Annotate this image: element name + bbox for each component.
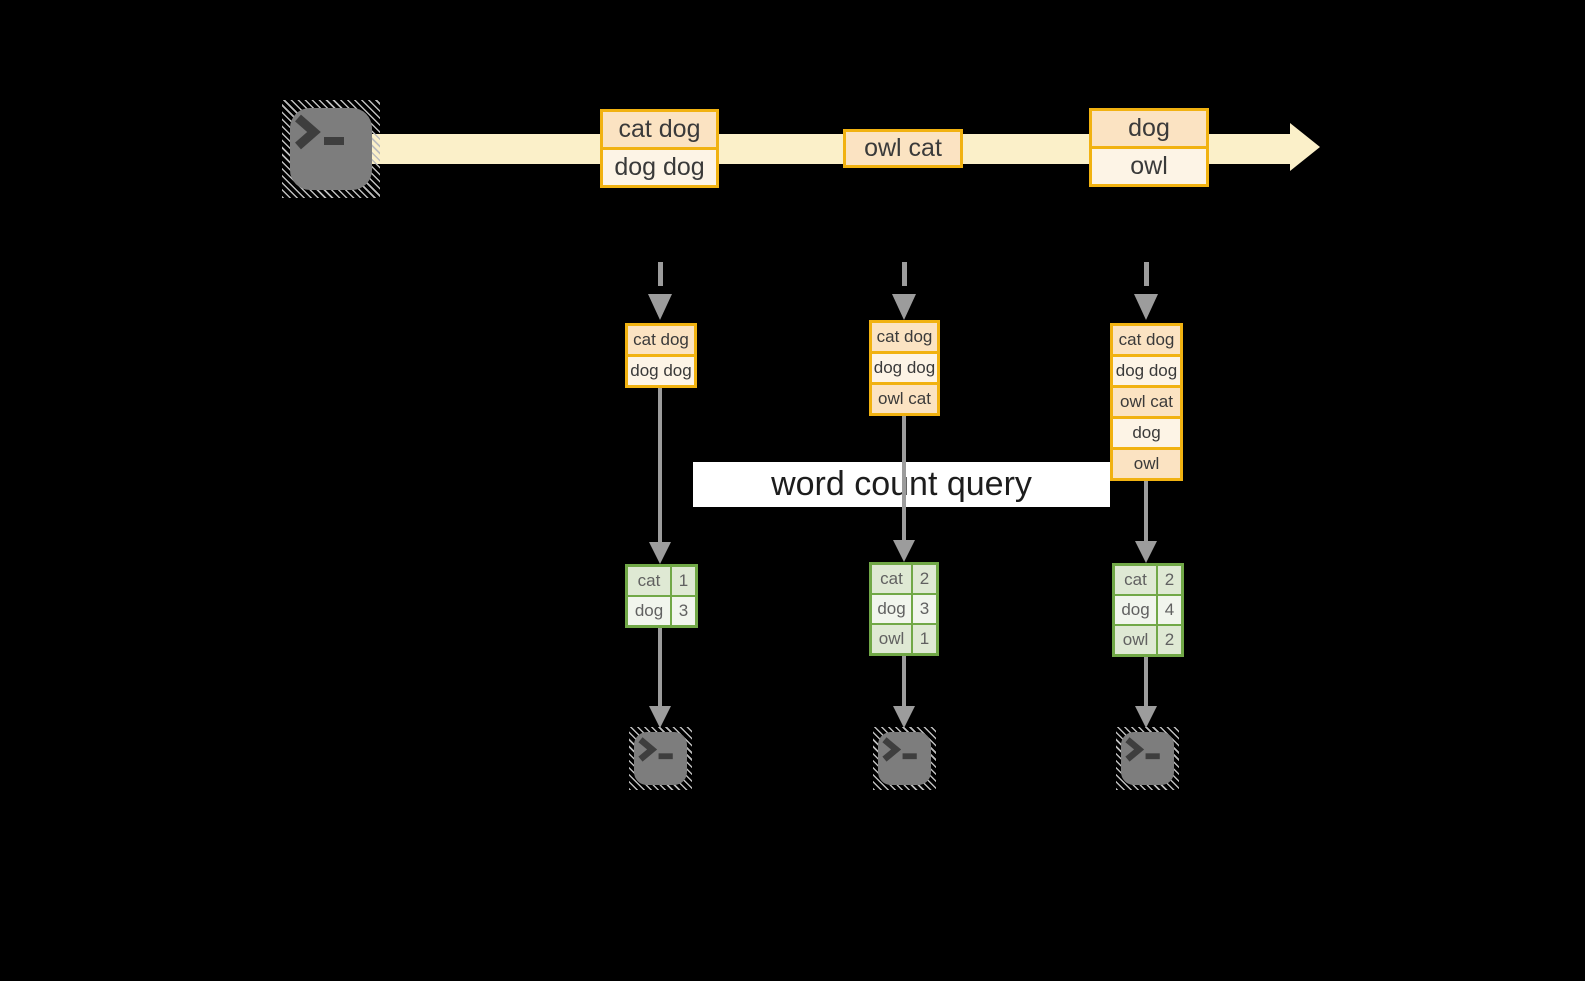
count-cell: 3 bbox=[672, 597, 695, 625]
count-cell: 2 bbox=[913, 565, 936, 593]
connector-line bbox=[1144, 481, 1148, 541]
word-cell: owl bbox=[872, 625, 913, 653]
table-row: dog 4 bbox=[1115, 594, 1181, 624]
table-row: dog 3 bbox=[628, 595, 695, 625]
count-cell: 2 bbox=[1158, 566, 1181, 594]
word-cell: cat bbox=[1115, 566, 1158, 594]
table-row: owl 1 bbox=[872, 623, 936, 653]
table-row: owl 2 bbox=[1115, 624, 1181, 654]
arrowhead-icon bbox=[1135, 706, 1157, 728]
microbatch-stack-2: cat dog dog dog owl cat bbox=[869, 320, 940, 416]
dashed-arrow-segment bbox=[658, 262, 663, 286]
batch-box-2: owl cat bbox=[843, 129, 963, 168]
connector-line bbox=[1144, 657, 1148, 706]
batch-box-1: cat dog dog dog bbox=[600, 109, 719, 188]
terminal-prompt-icon bbox=[882, 737, 917, 762]
query-label: word count query bbox=[771, 465, 1032, 503]
table-row: cat 2 bbox=[872, 565, 936, 593]
stack-row: cat dog bbox=[872, 323, 937, 351]
source-terminal-icon bbox=[282, 100, 380, 198]
stack-row: dog bbox=[1113, 416, 1180, 447]
table-row: dog 3 bbox=[872, 593, 936, 623]
stack-row: owl cat bbox=[1113, 385, 1180, 416]
wordcount-table-2: cat 2 dog 3 owl 1 bbox=[869, 562, 939, 656]
stream-arrowhead-icon bbox=[1290, 123, 1320, 171]
word-cell: cat bbox=[628, 567, 672, 595]
stack-row: dog dog bbox=[872, 351, 937, 382]
stack-row: owl bbox=[1113, 447, 1180, 478]
count-cell: 4 bbox=[1158, 596, 1181, 624]
batch-row: dog bbox=[1092, 111, 1206, 146]
stack-row: owl cat bbox=[872, 382, 937, 413]
batch-row: cat dog bbox=[603, 112, 716, 147]
sink-terminal-icon bbox=[1116, 727, 1179, 790]
batch-row: owl cat bbox=[846, 132, 960, 165]
query-banner: word count query bbox=[693, 462, 1110, 507]
sink-terminal-icon bbox=[873, 727, 936, 790]
wordcount-table-3: cat 2 dog 4 owl 2 bbox=[1112, 563, 1184, 657]
count-cell: 1 bbox=[672, 567, 695, 595]
stack-row: cat dog bbox=[1113, 326, 1180, 354]
arrowhead-icon bbox=[893, 706, 915, 728]
dashed-arrowhead-icon bbox=[892, 294, 916, 320]
microbatch-stack-1: cat dog dog dog bbox=[625, 323, 697, 388]
table-row: cat 2 bbox=[1115, 566, 1181, 594]
count-cell: 1 bbox=[913, 625, 936, 653]
word-cell: dog bbox=[1115, 596, 1158, 624]
dashed-arrowhead-icon bbox=[648, 294, 672, 320]
dashed-arrow-segment bbox=[902, 262, 907, 286]
dashed-arrowhead-icon bbox=[1134, 294, 1158, 320]
batch-row: owl bbox=[1092, 146, 1206, 184]
terminal-prompt-icon bbox=[1125, 737, 1160, 762]
stack-row: dog dog bbox=[628, 354, 694, 385]
table-row: cat 1 bbox=[628, 567, 695, 595]
dashed-arrow-segment bbox=[1144, 262, 1149, 286]
connector-line bbox=[902, 416, 906, 540]
wordcount-table-1: cat 1 dog 3 bbox=[625, 564, 698, 628]
microbatch-stack-3: cat dog dog dog owl cat dog owl bbox=[1110, 323, 1183, 481]
word-cell: dog bbox=[628, 597, 672, 625]
arrowhead-icon bbox=[893, 540, 915, 562]
count-cell: 2 bbox=[1158, 626, 1181, 654]
connector-line bbox=[658, 628, 662, 706]
stack-row: dog dog bbox=[1113, 354, 1180, 385]
word-cell: dog bbox=[872, 595, 913, 623]
arrowhead-icon bbox=[649, 542, 671, 564]
connector-line bbox=[902, 656, 906, 706]
word-cell: owl bbox=[1115, 626, 1158, 654]
count-cell: 3 bbox=[913, 595, 936, 623]
terminal-prompt-icon bbox=[638, 737, 673, 762]
batch-box-3: dog owl bbox=[1089, 108, 1209, 187]
arrowhead-icon bbox=[649, 706, 671, 728]
arrowhead-icon bbox=[1135, 541, 1157, 563]
sink-terminal-icon bbox=[629, 727, 692, 790]
connector-line bbox=[658, 388, 662, 542]
stack-row: cat dog bbox=[628, 326, 694, 354]
word-cell: cat bbox=[872, 565, 913, 593]
batch-row: dog dog bbox=[603, 147, 716, 185]
terminal-prompt-icon bbox=[295, 114, 344, 150]
